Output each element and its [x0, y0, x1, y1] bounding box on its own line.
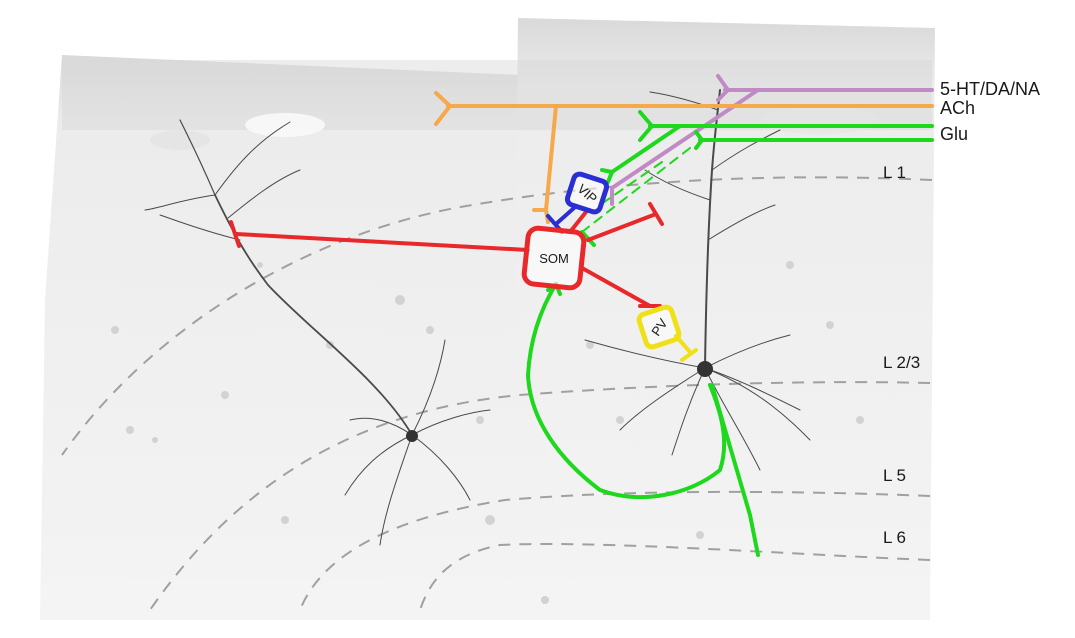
glu-dashed-to-som	[581, 147, 691, 233]
tissue-blob	[760, 106, 880, 134]
som-label: SOM	[539, 251, 569, 266]
boundary-l1-l23	[61, 176, 933, 456]
glu-terminal-2	[694, 130, 704, 150]
glu-terminal-1	[638, 110, 654, 142]
5ht-terminal-fork	[716, 74, 730, 102]
ach-branch-down	[544, 104, 558, 212]
vip-cell: VIP	[546, 171, 610, 234]
legend-label-5ht-da-na: 5-HT/DA/NA	[940, 79, 1040, 99]
layer-label-l1: L 1	[883, 163, 906, 182]
som-to-left-dendrite	[234, 232, 530, 252]
layer-label-l23: L 2/3	[883, 353, 920, 372]
pv-cell: PV	[636, 304, 698, 362]
cell-bodies-background	[111, 261, 864, 604]
layer-boundaries	[61, 176, 933, 611]
som-to-vip	[568, 210, 588, 234]
layer-labels: L 1 L 2/3 L 5 L 6	[883, 163, 920, 547]
input-ach	[434, 91, 934, 224]
layer-label-l6: L 6	[883, 528, 906, 547]
tissue-left-panel	[40, 55, 580, 620]
pv-to-pyramidal	[674, 334, 698, 362]
glu-terminal-vip	[600, 168, 614, 184]
boundary-l5-l6	[299, 490, 931, 611]
layer-label-l5: L 5	[883, 466, 906, 485]
som-projections	[229, 202, 664, 308]
som-cell: SOM	[521, 225, 587, 291]
boundary-l6-wm	[419, 542, 931, 611]
som-to-right-dendrite	[586, 212, 658, 242]
glu-local-axon	[526, 282, 727, 500]
boundary-l23-l5	[149, 381, 931, 611]
legend-label-glu: Glu	[940, 124, 968, 144]
tissue-blob	[150, 130, 210, 150]
legend-label-ach: ACh	[940, 98, 975, 118]
ach-terminal-fork	[434, 91, 452, 126]
som-cell-body	[521, 225, 587, 291]
pv-cell-body	[636, 304, 682, 350]
som-to-pv	[580, 266, 652, 308]
glu-dashed-to-som-2	[599, 161, 663, 206]
som-terminal-left	[229, 220, 241, 248]
input-legend: 5-HT/DA/NA ACh Glu	[940, 79, 1040, 144]
vip-to-som-projection	[554, 206, 576, 226]
som-terminal-right	[648, 202, 664, 226]
glu-descending-axon	[710, 383, 760, 557]
tissue-background	[40, 18, 935, 620]
glu-branch-to-vip	[610, 124, 682, 174]
vip-cell-body	[564, 171, 610, 215]
